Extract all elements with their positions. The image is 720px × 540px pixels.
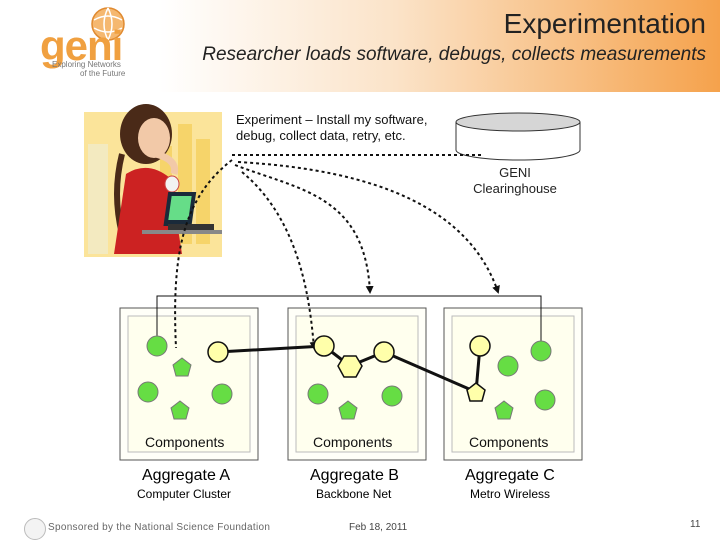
footer-sponsor: Sponsored by the National Science Founda… (48, 522, 271, 533)
node-green (497, 355, 519, 377)
dashed-arrow (237, 161, 500, 294)
node-green (146, 335, 168, 357)
node-yellow (207, 341, 229, 363)
node-yellow (313, 335, 335, 357)
nsf-logo-icon (24, 518, 46, 540)
components-label: Components (469, 434, 549, 450)
aggregate-name: Aggregate B (310, 467, 399, 484)
aggregate-type: Metro Wireless (470, 487, 551, 501)
clearinghouse-label-line: Clearinghouse (473, 181, 557, 196)
researcher-illustration (84, 104, 222, 257)
dashed-arrow (241, 171, 318, 350)
aggregate-name: Aggregate A (142, 467, 231, 484)
node-green (534, 389, 556, 411)
globe-icon (91, 7, 125, 41)
node-green (338, 400, 358, 420)
dashed-arrow (234, 164, 374, 294)
database-icon (455, 112, 581, 161)
dashed-arrow (174, 159, 233, 349)
node-green (494, 400, 514, 420)
aggregate-c-box (443, 307, 583, 461)
aggregate-c-nodes (466, 335, 556, 420)
logo-wordmark: geni (40, 22, 123, 69)
node-green (211, 383, 233, 405)
footer-date: Feb 18, 2011 (349, 522, 408, 533)
aggregate-b-nodes (307, 335, 403, 420)
node-yellow (337, 355, 363, 378)
logo-tagline: of the Future (80, 69, 126, 78)
aggregate-type: Backbone Net (316, 487, 392, 501)
experiment-label-line: debug, collect data, retry, etc. (236, 128, 406, 143)
slide-subtitle: Researcher loads software, debugs, colle… (202, 44, 706, 65)
aggregate-name: Aggregate C (465, 467, 555, 484)
aggregate-a-nodes (137, 335, 233, 420)
components-label: Components (145, 434, 225, 450)
node-green (307, 383, 329, 405)
aggregate-type: Computer Cluster (137, 487, 232, 501)
node-green (137, 381, 159, 403)
page-number: 11 (690, 519, 701, 530)
clearinghouse-label-line: GENI (499, 165, 531, 180)
node-green (530, 340, 552, 362)
components-label: Components (313, 434, 393, 450)
node-green (381, 385, 403, 407)
node-yellow (469, 335, 491, 357)
node-yellow (466, 382, 486, 402)
experiment-label: Experiment – Install my software, debug,… (236, 112, 476, 144)
slice-connector-line (156, 295, 542, 348)
node-yellow (373, 341, 395, 363)
slide-title: Experimentation (503, 8, 706, 39)
logo-tagline: Exploring Networks (52, 60, 121, 69)
clearinghouse-label: GENI Clearinghouse (450, 165, 580, 197)
experiment-label-line: Experiment – Install my software, (236, 112, 428, 127)
node-green (170, 400, 190, 420)
node-green (172, 357, 192, 377)
